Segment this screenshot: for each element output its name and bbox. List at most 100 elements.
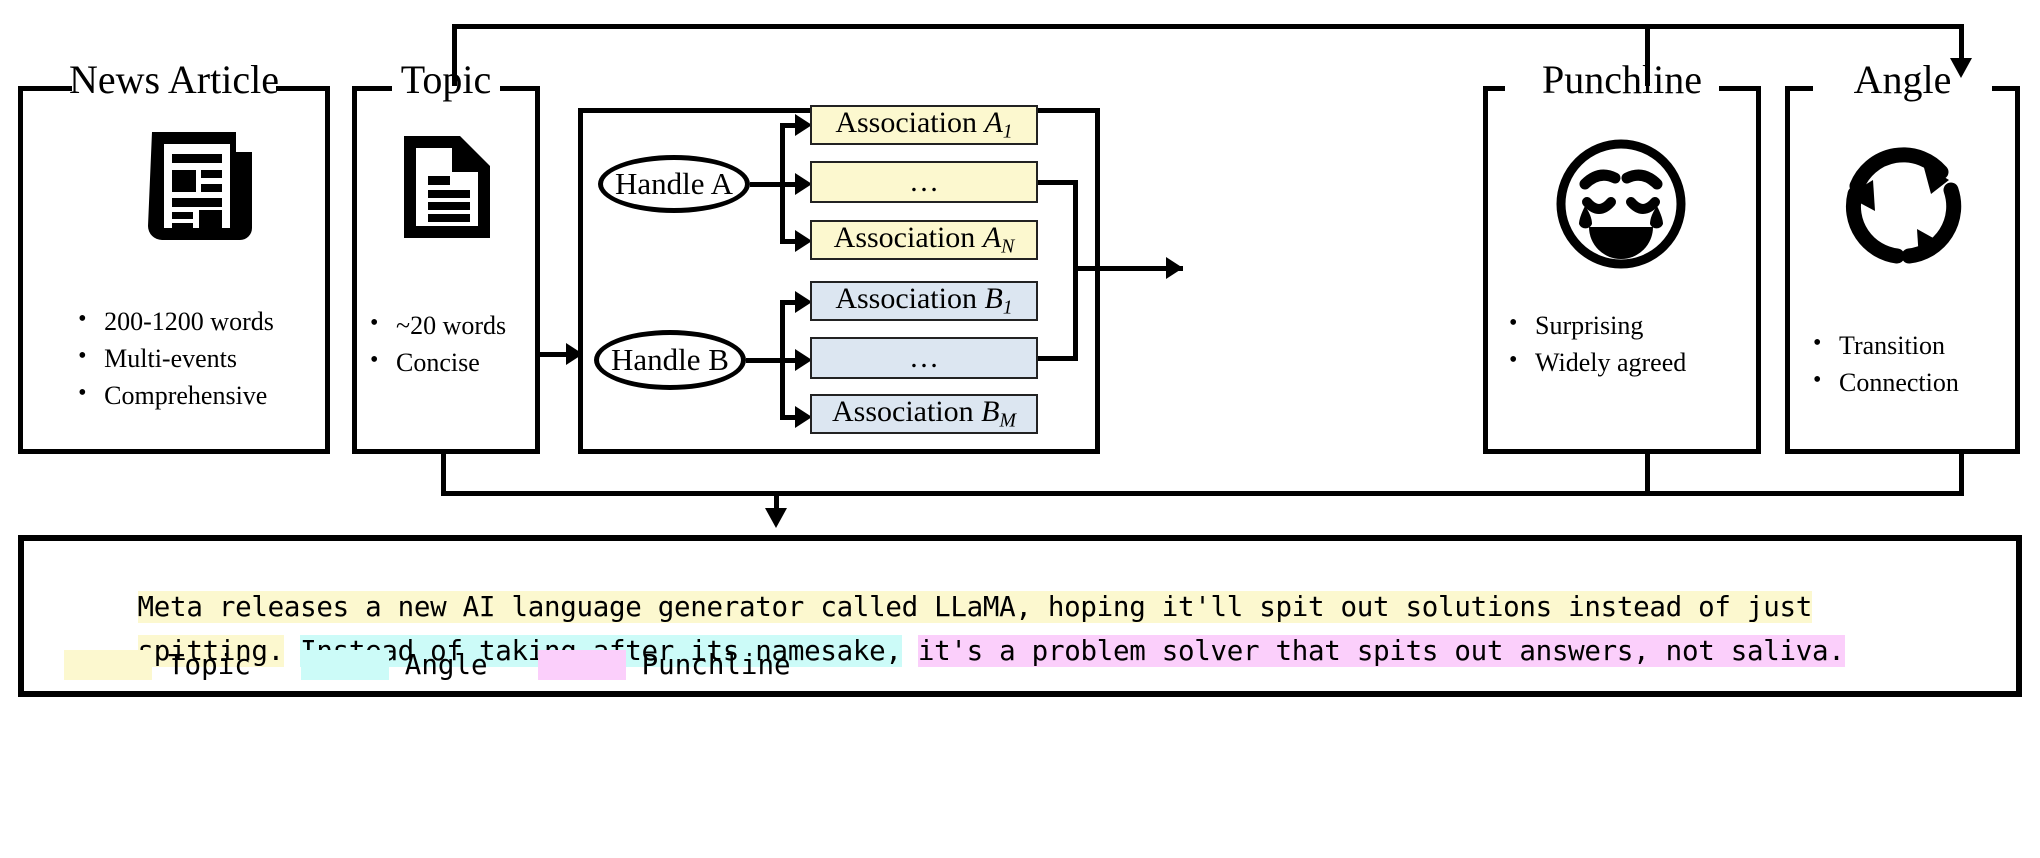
handle-a-branch-2 <box>780 182 806 187</box>
list-item: ~20 words <box>366 306 506 345</box>
association-chip-a1-label: Association A1 <box>835 106 1013 143</box>
bottom-route-to-output <box>774 491 779 513</box>
handle-b-branch-2 <box>780 358 806 363</box>
top-route-from-topic <box>452 24 457 86</box>
handle-b-node: Handle B <box>594 330 746 390</box>
arrow-associations-to-punchline <box>1073 266 1183 271</box>
top-route-from-punchline <box>1645 24 1650 86</box>
association-chip-b-ellipsis: … <box>810 337 1038 379</box>
bottom-route-from-topic <box>441 454 446 496</box>
cycle-arrows-icon <box>1833 134 1973 277</box>
top-route-arrowhead <box>1950 58 1972 78</box>
arrow-associations-to-punchline-head <box>1166 257 1183 279</box>
association-chip-an: Association AN <box>810 220 1038 260</box>
top-route-to-angle <box>1959 24 1964 62</box>
output-span-topic-1: Meta releases a new AI language generato… <box>137 591 1812 623</box>
output-gap-2 <box>902 635 918 667</box>
association-chip-a1: Association A1 <box>810 105 1038 145</box>
panel-topic: Topic ~20 words Concise <box>352 60 540 454</box>
output-legend: Topic Angle Punchline <box>64 649 841 681</box>
association-chip-b1: Association B1 <box>810 281 1038 321</box>
panel-border-top-left <box>18 86 72 91</box>
output-span-punchline: it's a problem solver that spits out ans… <box>917 635 1845 667</box>
legend-swatch-topic <box>64 650 152 680</box>
output-line-1: Meta releases a new AI language generato… <box>40 559 1812 655</box>
list-item: Multi-events <box>74 339 274 378</box>
panel-title-punchline: Punchline <box>1542 57 1702 102</box>
association-chip-an-label: Association AN <box>833 221 1015 258</box>
angle-bullets: Transition Connection <box>1809 326 2020 402</box>
association-chip-a-ellipsis: … <box>810 161 1038 203</box>
panel-border-right <box>325 86 330 454</box>
panel-border-left <box>18 86 23 454</box>
arrow-topic-to-associations <box>540 352 578 357</box>
panel-border-left <box>352 86 357 454</box>
bottom-route-from-angle <box>1959 454 1964 496</box>
association-chip-a-ellipsis-label: … <box>909 165 939 198</box>
news-article-bullets: 200-1200 words Multi-events Comprehensiv… <box>18 302 330 415</box>
handle-b-label: Handle B <box>611 342 729 377</box>
topic-bullets: ~20 words Concise <box>366 306 540 382</box>
list-item: Comprehensive <box>74 376 274 415</box>
output-text-panel: Meta releases a new AI language generato… <box>18 535 2022 697</box>
panel-border-right <box>2015 86 2020 454</box>
handle-b-branch-1-head <box>795 291 812 313</box>
handle-a-label: Handle A <box>615 166 733 201</box>
newspaper-icon <box>146 128 258 249</box>
handle-b-branch-3-head <box>795 406 812 428</box>
panel-title-news-article: News Article <box>69 57 279 102</box>
handle-b-stem <box>746 358 784 363</box>
panel-border-right <box>1756 86 1761 454</box>
panel-border-top-right <box>1992 86 2020 91</box>
bottom-route-arrowhead <box>765 508 787 528</box>
legend-swatch-angle <box>300 650 389 680</box>
association-chip-b1-label: Association B1 <box>835 282 1013 319</box>
panel-border-top-left <box>1483 86 1505 91</box>
list-item: Surprising <box>1505 306 1686 345</box>
bottom-route-horizontal <box>441 491 1964 496</box>
list-item: 200-1200 words <box>74 302 274 341</box>
legend-label-angle: Angle <box>404 649 488 681</box>
handle-a-branch-1 <box>780 123 806 128</box>
panel-border-top-right <box>1719 86 1761 91</box>
laughing-face-icon <box>1551 134 1691 279</box>
panel-border-bottom <box>352 449 540 454</box>
handle-a-stem <box>750 182 784 187</box>
legend-label-punchline: Punchline <box>641 649 791 681</box>
handle-a-node: Handle A <box>598 155 750 213</box>
handle-b-branch-3 <box>780 415 806 420</box>
panel-border-top-right <box>276 86 330 91</box>
list-item: Widely agreed <box>1505 343 1686 382</box>
handle-a-branch-1-head <box>795 114 812 136</box>
legend-swatch-punchline <box>537 650 626 680</box>
list-item: Concise <box>366 343 506 382</box>
bottom-route-from-punchline <box>1645 454 1650 496</box>
association-chip-bm: Association BM <box>810 394 1038 434</box>
panel-border-bottom <box>18 449 330 454</box>
legend-label-topic: Topic <box>168 649 251 681</box>
handle-a-branch-3-head <box>795 230 812 252</box>
output-span-topic-2: spitting. <box>137 635 284 667</box>
panel-border-top-right <box>500 86 540 91</box>
handle-b-branch-1 <box>780 300 806 305</box>
list-item: Connection <box>1809 363 1959 402</box>
panel-border-right <box>535 86 540 454</box>
panel-border-left <box>1483 86 1488 454</box>
panel-punchline: Punchline Surprising Widely agreed <box>1483 60 1761 454</box>
merge-line-a <box>1038 180 1078 185</box>
panel-border-top-left <box>352 86 392 91</box>
association-chip-bm-label: Association BM <box>832 395 1016 432</box>
handle-b-branch-2-head <box>795 349 812 371</box>
handle-a-branch-2-head <box>795 173 812 195</box>
handle-a-branch-3 <box>780 239 806 244</box>
list-item: Transition <box>1809 326 1959 365</box>
document-icon <box>398 132 494 247</box>
panel-title-angle: Angle <box>1853 57 1952 102</box>
panel-title-topic: Topic <box>400 57 492 102</box>
punchline-bullets: Surprising Widely agreed <box>1505 306 1761 382</box>
panel-border-top-left <box>1785 86 1813 91</box>
panel-border-bottom <box>1483 449 1761 454</box>
association-chip-b-ellipsis-label: … <box>909 341 939 374</box>
panel-border-left <box>1785 86 1790 454</box>
